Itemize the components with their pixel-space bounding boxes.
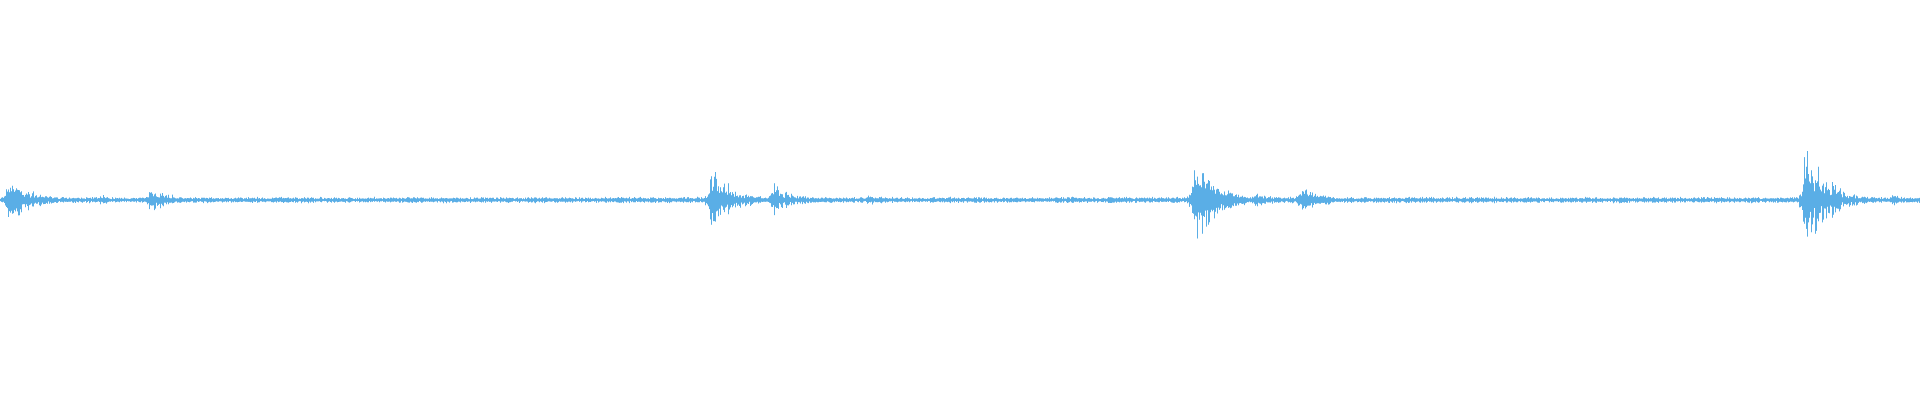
waveform-samples — [0, 151, 1920, 239]
waveform-burst-7 — [1184, 150, 1204, 251]
waveform-burst-5 — [762, 181, 782, 219]
waveform-burst-1 — [0, 171, 20, 229]
waveform-burst-8 — [1244, 190, 1264, 209]
waveform-burst-4 — [700, 162, 720, 239]
waveform-burst-9 — [1290, 183, 1310, 217]
waveform-burst-3 — [140, 186, 160, 215]
waveform-burst-6 — [858, 194, 878, 206]
waveform-burst-11 — [1881, 193, 1901, 207]
waveform-path — [0, 151, 1920, 239]
waveform-burst-10 — [1795, 138, 1815, 263]
waveform-burst-2 — [90, 194, 110, 206]
